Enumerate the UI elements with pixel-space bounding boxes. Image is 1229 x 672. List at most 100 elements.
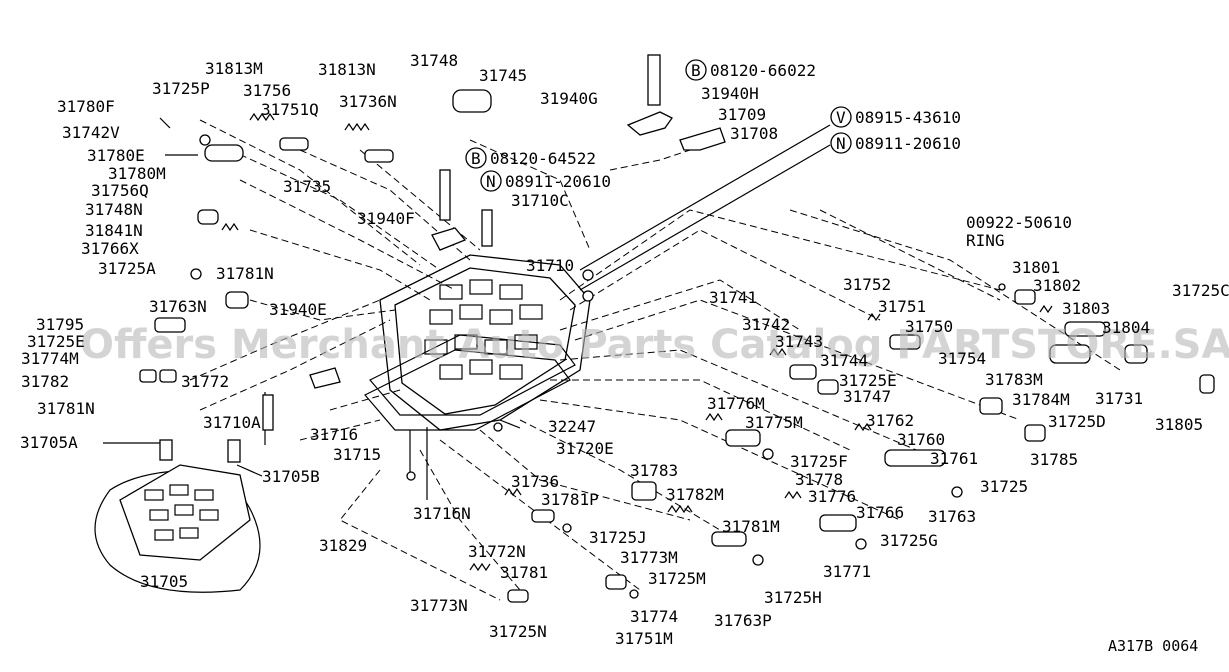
assembly-lines	[189, 119, 1121, 601]
part-label: 31731	[1095, 389, 1143, 408]
part-label: 31742	[742, 315, 790, 334]
part-label: 31709	[718, 105, 766, 124]
part-label: 31763P	[714, 611, 772, 630]
part-label: 31725H	[764, 588, 822, 607]
part-label: 31763N	[149, 297, 207, 316]
part-label: 31785	[1030, 450, 1078, 469]
part-label: 31803	[1062, 299, 1110, 318]
callout-number: 08120-66022	[710, 61, 816, 80]
part-label: 31725E	[839, 371, 897, 390]
callout-mark: N	[486, 172, 496, 191]
part-label: 31775M	[745, 413, 803, 432]
part-label: 31705A	[20, 433, 78, 452]
part-label: 31780M	[108, 164, 166, 183]
part-label: 31762	[866, 411, 914, 430]
part-label: 31725N	[489, 622, 547, 641]
part-label: 31751	[878, 297, 926, 316]
part-label: 31813N	[318, 60, 376, 79]
part-label: 31782M	[666, 485, 724, 504]
callout-number: 08120-64522	[490, 149, 596, 168]
part-label: 31766X	[81, 239, 139, 258]
part-label: 31725M	[648, 569, 706, 588]
part-label: 31747	[843, 387, 891, 406]
part-label: 31776M	[707, 394, 765, 413]
part-label: 31720E	[556, 439, 614, 458]
part-label: 31783M	[985, 370, 1043, 389]
part-label: 31745	[479, 66, 527, 85]
callout-n2: N 08911-20610	[830, 132, 961, 154]
part-label: 31705B	[262, 467, 320, 486]
part-label: 31756Q	[91, 181, 149, 200]
part-label: 31804	[1102, 318, 1150, 337]
part-label: 31725A	[98, 259, 156, 278]
part-label: 31782	[21, 372, 69, 391]
part-label: 31783	[630, 461, 678, 480]
part-label: 31735	[283, 177, 331, 196]
part-label: 31781P	[541, 490, 599, 509]
part-label: 31710	[526, 256, 574, 275]
callout-b2: B 08120-64522	[465, 147, 596, 169]
part-label: 31742V	[62, 123, 120, 142]
part-label: 32247	[548, 417, 596, 436]
part-label: 31766	[856, 503, 904, 522]
part-label: 31795	[36, 315, 84, 334]
callout-mark: B	[471, 149, 481, 168]
part-label: 31710C	[511, 191, 569, 210]
part-label: 31761	[930, 449, 978, 468]
part-label: 31710A	[203, 413, 261, 432]
part-label: 31763	[928, 507, 976, 526]
callout-mark: V	[836, 108, 846, 127]
part-label: 31774	[630, 607, 678, 626]
callout-number: 08911-20610	[505, 172, 611, 191]
part-label: 31708	[730, 124, 778, 143]
part-label: 31752	[843, 275, 891, 294]
part-label: 31725J	[589, 528, 647, 547]
part-label: 31784M	[1012, 390, 1070, 409]
callout-number: 08911-20610	[855, 134, 961, 153]
part-label: 31801	[1012, 258, 1060, 277]
part-label: 31750	[905, 317, 953, 336]
part-label: 31780F	[57, 97, 115, 116]
callout-mark: B	[691, 61, 701, 80]
part-label: 31751M	[615, 629, 673, 648]
part-label: 31773M	[620, 548, 678, 567]
callout-v1: V 08915-43610	[830, 106, 961, 128]
part-label: 31781N	[37, 399, 95, 418]
valve-body-31705	[94, 439, 261, 593]
part-label: 31715	[333, 445, 381, 464]
part-label: 31725F	[790, 452, 848, 471]
part-label: 31748	[410, 51, 458, 70]
part-label: 31754	[938, 349, 986, 368]
part-label: 31725G	[880, 531, 938, 550]
part-label: 31841N	[85, 221, 143, 240]
callout-mark: N	[836, 134, 846, 153]
part-label: 31780E	[87, 146, 145, 165]
parts	[139, 54, 1215, 603]
part-label: 31705	[140, 572, 188, 591]
part-label: 31744	[820, 351, 868, 370]
part-label: 31736N	[339, 92, 397, 111]
part-label: 31772	[181, 372, 229, 391]
part-label: 00922-50610	[966, 213, 1072, 232]
part-label: 31802	[1033, 276, 1081, 295]
part-label: 31813M	[205, 59, 263, 78]
part-label: 31940E	[269, 300, 327, 319]
part-label: 31773N	[410, 596, 468, 615]
callout-b1: B 08120-66022	[685, 59, 816, 81]
part-label: 31725P	[152, 79, 210, 98]
part-label: 31725E	[27, 332, 85, 351]
part-label: 31741	[709, 288, 757, 307]
watermark: Offers Merchant Auto Parts Catalog PARTS…	[80, 322, 1229, 368]
part-label: 31725	[980, 477, 1028, 496]
part-label: 31940F	[357, 209, 415, 228]
part-label: 31829	[319, 536, 367, 555]
part-label: 31725C	[1172, 281, 1229, 300]
part-label: 31781N	[216, 264, 274, 283]
part-label: 31781	[500, 563, 548, 582]
part-label: 31725D	[1048, 412, 1106, 431]
diagram-code: A317B 0064	[1108, 637, 1198, 655]
part-label: 31771	[823, 562, 871, 581]
part-label: 31774M	[21, 349, 79, 368]
part-label: 31736	[511, 472, 559, 491]
